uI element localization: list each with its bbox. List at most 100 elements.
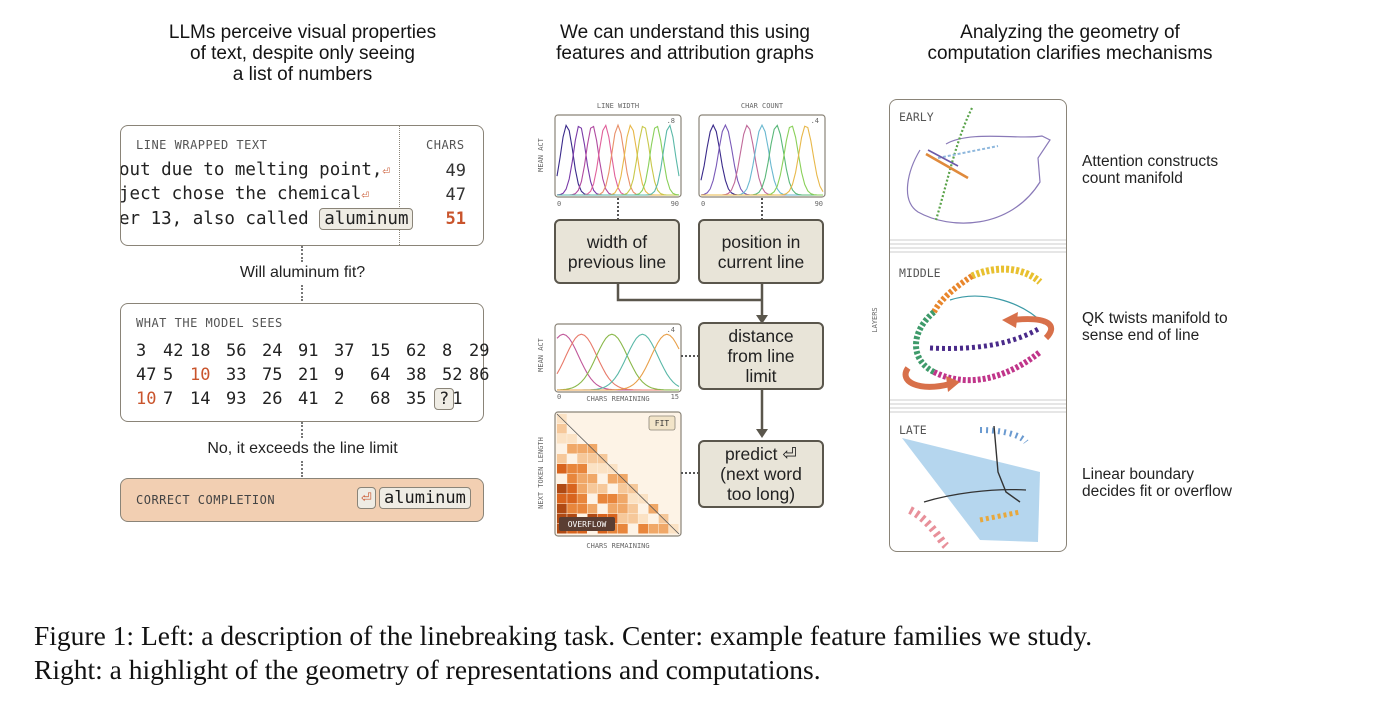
early-green-strand (934, 107, 973, 221)
chars-value: 49 (445, 161, 466, 181)
heatmap-cell (607, 504, 618, 514)
token-id: 15 (370, 341, 391, 361)
token-id: 56 (226, 341, 247, 361)
heatmap-cell (567, 484, 577, 494)
token-id: 10 (190, 365, 211, 385)
caption-early: Attention constructs count manifold (1082, 153, 1219, 187)
heatmap-cell (587, 474, 598, 484)
x-min-label: 0 (701, 200, 705, 208)
edge-width-to-distance (616, 283, 762, 302)
middle-magenta-strand (932, 349, 1042, 384)
layers-label: LAYERS (871, 307, 879, 332)
token-id: 38 (406, 365, 427, 385)
heatmap-cell (577, 504, 587, 514)
token-id: 7 (163, 389, 174, 409)
early-manifold-curve (906, 135, 1051, 224)
heatmap-cell (557, 434, 567, 444)
token-id: 47 (136, 365, 157, 385)
chars-remaining-feature-curve (557, 333, 680, 391)
heatmap-cell (557, 484, 567, 494)
token-id: 3 (136, 341, 147, 361)
arrowhead (756, 315, 768, 324)
y-max-label: .8 (667, 117, 675, 125)
heatmap-cell (577, 484, 587, 494)
panel-tag-late: LATE (899, 423, 927, 437)
heatmap-cell (648, 524, 659, 534)
chars-value-highlight: 51 (445, 209, 466, 229)
token-id: 35 (406, 389, 427, 409)
y-axis-label: MEAN ACT (537, 337, 545, 372)
heatmap-cell (577, 474, 587, 484)
token-id: 93 (226, 389, 247, 409)
answer-label: No, it exceeds the line limit (207, 440, 398, 457)
center-column-title: We can understand this using features an… (556, 22, 814, 64)
return-icon: ⏎ (382, 164, 391, 179)
dotted-connector (301, 422, 303, 438)
wrap-line-3: er 13, also called aluminum (121, 208, 414, 230)
chars-remaining-curves (556, 333, 680, 391)
heatmap-cell (618, 504, 628, 514)
left-column-title: LLMs perceive visual properties of text,… (168, 22, 437, 85)
geometry-svg (890, 107, 1066, 549)
geometry-panels: EARLY MIDDLE LATE (889, 99, 1067, 552)
chart-title: LINE WIDTH (597, 102, 639, 110)
heatmap-cell (618, 494, 628, 504)
heatmap-cell (597, 464, 608, 474)
overflow-label: OVERFLOW (568, 520, 607, 529)
heatmap-cell (597, 494, 608, 504)
arrowhead (756, 429, 768, 438)
late-blue-strand (979, 427, 1029, 445)
line-width-curves (556, 123, 680, 196)
twist-arrow-icon (902, 366, 951, 390)
token-id: 68 (370, 389, 391, 409)
wrap-line-1: out due to melting point,⏎ (120, 160, 391, 180)
token-id: 26 (262, 389, 283, 409)
twist-arrow-icon (1011, 316, 1054, 341)
early-blue-strand (937, 145, 999, 159)
return-icon: ⏎ (361, 188, 370, 203)
caption-middle: QK twists manifold to sense end of line (1082, 310, 1228, 344)
heatmap-cell (577, 454, 587, 464)
x-min-label: 0 (557, 393, 561, 401)
center-figure: LINE WIDTH MEAN ACT .8 0 90 CHAR COUNT .… (537, 102, 826, 550)
middle-yellow-strand (970, 265, 1043, 285)
heatmap-cell (638, 514, 648, 524)
line-width-chart (554, 114, 682, 198)
y-max-label: .4 (811, 117, 819, 125)
chars-remaining-feature-curve (556, 333, 679, 391)
heatmap-cell (597, 484, 608, 494)
late-trajectory-line (993, 425, 1021, 503)
right-column-title: Analyzing the geometry of computation cl… (927, 22, 1213, 64)
heatmap-cell (658, 524, 669, 534)
line-wrapped-text-header: LINE WRAPPED TEXT (136, 138, 268, 152)
question-label: Will aluminum fit? (239, 264, 366, 281)
heatmap-cell (618, 524, 628, 534)
token-id: 75 (262, 365, 283, 385)
return-icon: ⏎ (357, 487, 376, 509)
late-orange-strand (979, 509, 1021, 523)
diagonal-line (556, 413, 680, 535)
token-id: 86 (469, 365, 490, 385)
token-id: 24 (262, 341, 283, 361)
early-orange-strand (925, 152, 969, 180)
aluminum-token: aluminum (379, 487, 471, 509)
late-pink-strand (908, 506, 950, 549)
heatmap-cell (567, 474, 577, 484)
x-max-label: 15 (671, 393, 679, 401)
heatmap-cell (557, 424, 567, 434)
heatmap-cell (618, 514, 628, 524)
layers-label-svg: LAYERS (871, 307, 879, 332)
dotted-connector (301, 285, 303, 301)
token-id: 64 (370, 365, 391, 385)
y-max-label: .4 (667, 326, 675, 334)
heatmap-cell (587, 484, 598, 494)
heatmap-cell (567, 434, 577, 444)
chart-title: CHAR COUNT (741, 102, 784, 110)
heatmap-cell (567, 444, 577, 454)
x-axis-label: CHARS REMAINING (586, 542, 649, 550)
middle-purple-strand (929, 325, 1042, 351)
x-max-label: 90 (671, 200, 679, 208)
caption-late: Linear boundary decides fit or overflow (1082, 466, 1232, 500)
token-id: 10 (136, 389, 157, 409)
